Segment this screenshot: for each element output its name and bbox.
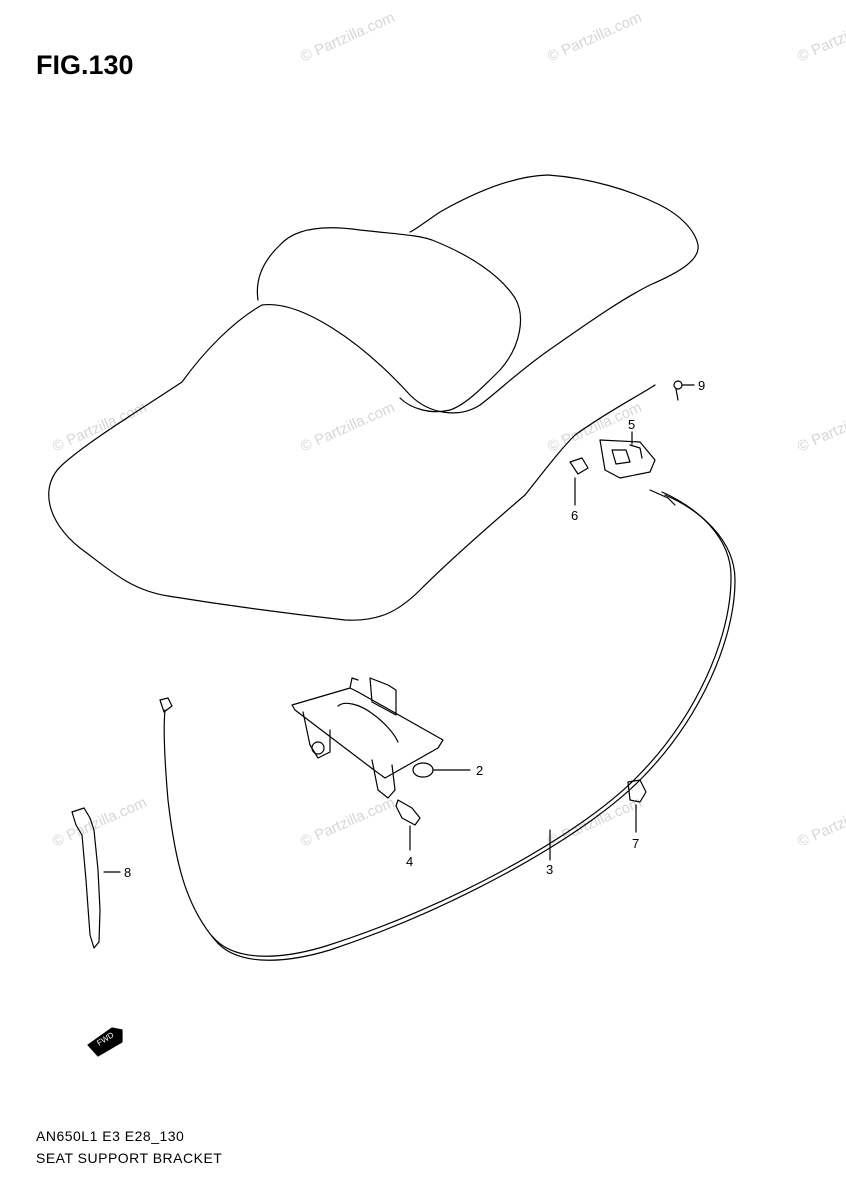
footer-model-code: AN650L1 E3 E28_130 [36,1128,185,1144]
callout-5: 5 [628,417,635,432]
cable-tie [71,807,101,949]
callout-7: 7 [632,836,639,851]
figure-title: FIG.130 [36,50,134,80]
grommet [412,762,434,778]
footer-diagram-title: SEAT SUPPORT BRACKET [36,1150,223,1166]
seat-bracket [291,677,444,799]
bolt [395,799,421,826]
cable-clamp [627,779,647,803]
fwd-arrow-icon [87,1027,123,1057]
callout-6: 6 [571,508,578,523]
seat-lock [599,439,656,479]
clip [569,457,589,475]
callout-9: 9 [698,378,705,393]
seat-backrest [256,227,521,413]
seat-outline [48,174,699,621]
callout-2: 2 [476,763,483,778]
callout-8: 8 [124,865,131,880]
pin [673,380,683,390]
seat-lock-cable [163,494,736,961]
callout-3: 3 [546,862,553,877]
callout-4: 4 [406,854,413,869]
